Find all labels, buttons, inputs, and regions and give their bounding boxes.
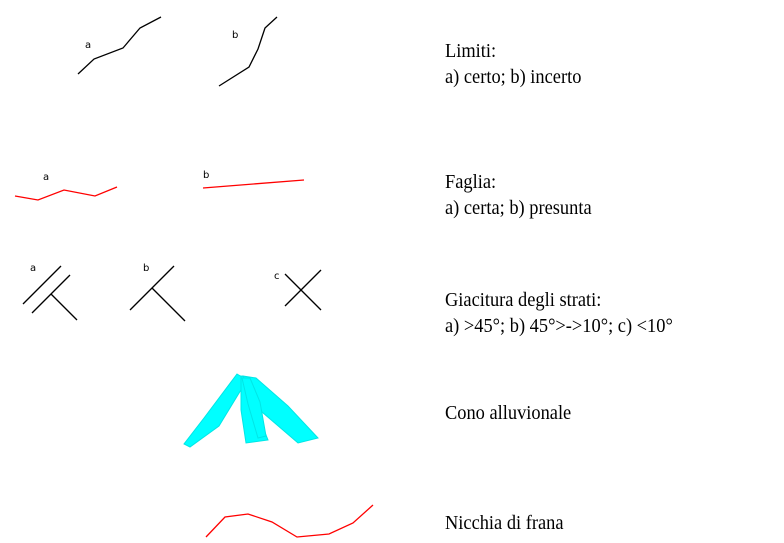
limiti-detail: a) certo; b) incerto [445, 66, 582, 88]
nicchia-line [205, 504, 374, 538]
fan-lobe-left [183, 373, 248, 448]
faglia-detail: a) certa; b) presunta [445, 197, 592, 219]
giacitura-label-c: c [274, 271, 280, 282]
giacitura-description: Giacitura degli strati: a) >45°; b) 45°>… [445, 287, 673, 339]
cono-title: Cono alluvionale [445, 402, 572, 424]
giacitura-c-strike [284, 269, 322, 307]
giacitura-detail: a) >45°; b) 45°>->10°; c) <10° [445, 315, 673, 337]
giacitura-a-dip [50, 293, 78, 321]
limiti-label-b: b [232, 30, 238, 41]
giacitura-label-a: a [30, 263, 36, 274]
limiti-symbols: a b [77, 16, 278, 87]
nicchia-description: Nicchia di frana [445, 510, 564, 536]
giacitura-symbols: a b c [22, 263, 322, 322]
faglia-symbols: a b [14, 170, 305, 201]
cono-description: Cono alluvionale [445, 400, 571, 426]
faglia-certa-line [14, 186, 118, 201]
limiti-title: Limiti: [445, 40, 497, 62]
nicchia-title: Nicchia di frana [445, 512, 564, 534]
giacitura-title: Giacitura degli strati: [445, 289, 602, 311]
limite-incerto-line [218, 16, 278, 87]
faglia-presunta-line [202, 179, 305, 189]
giacitura-c-dip [284, 273, 322, 311]
limiti-description: Limiti: a) certo; b) incerto [445, 38, 581, 90]
faglia-label-a: a [43, 172, 49, 183]
limiti-label-a: a [85, 40, 91, 51]
faglia-label-b: b [203, 170, 209, 181]
fan-lobe-inner [241, 377, 267, 439]
giacitura-a-strike-1 [22, 265, 62, 305]
nicchia-di-frana-symbol [205, 504, 374, 538]
giacitura-b-dip [151, 287, 186, 322]
limite-certo-line [77, 16, 162, 75]
faglia-description: Faglia: a) certa; b) presunta [445, 169, 592, 221]
faglia-title: Faglia: [445, 171, 497, 193]
cono-alluvionale-symbol [183, 373, 319, 448]
giacitura-label-b: b [143, 263, 149, 274]
